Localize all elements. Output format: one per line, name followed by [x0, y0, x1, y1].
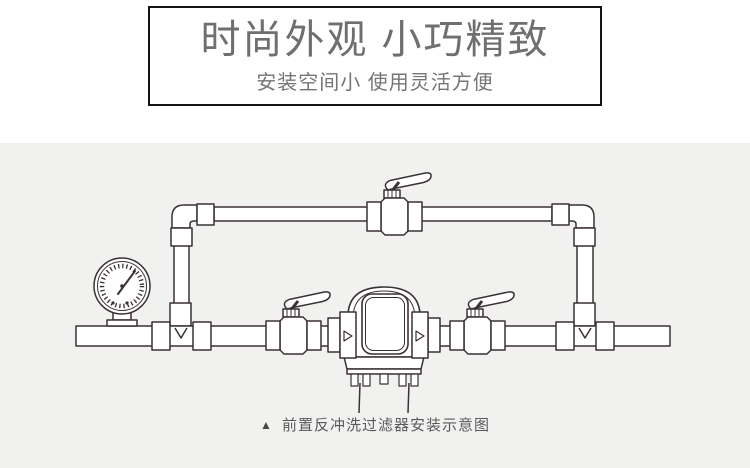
- ball-valve-top: [365, 171, 433, 237]
- page-title: 时尚外观 小巧精致: [200, 17, 550, 62]
- upper-bypass-pipe: [169, 203, 596, 327]
- diagram-panel: ▲ 前置反冲洗过滤器安装示意图: [0, 143, 750, 468]
- caption-text: 前置反冲洗过滤器安装示意图: [281, 417, 490, 434]
- pressure-gauge: [93, 257, 151, 327]
- caption-triangle-icon: ▲: [260, 418, 273, 432]
- header-section: 时尚外观 小巧精致 安装空间小 使用灵活方便: [0, 0, 750, 143]
- ball-valve-left: [264, 290, 332, 356]
- backwash-prefilter-device: [327, 286, 441, 414]
- flow-arrow-icon: [415, 330, 425, 342]
- title-box: 时尚外观 小巧精致 安装空间小 使用灵活方便: [148, 6, 602, 106]
- ball-valve-right: [448, 290, 516, 356]
- flow-arrow-icon: [343, 330, 353, 342]
- figure-caption: ▲ 前置反冲洗过滤器安装示意图: [0, 414, 750, 435]
- page-subtitle: 安装空间小 使用灵活方便: [256, 71, 494, 94]
- installation-diagram: [75, 171, 671, 414]
